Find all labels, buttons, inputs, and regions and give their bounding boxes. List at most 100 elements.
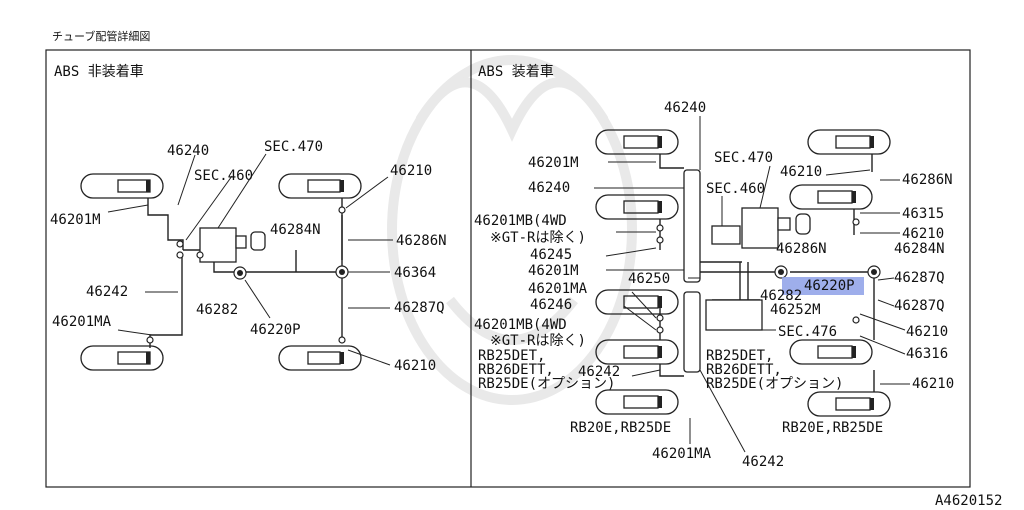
label-46210-c: 46210 bbox=[906, 324, 948, 340]
label-46201ma-a: 46201MA bbox=[528, 281, 588, 297]
leader bbox=[185, 175, 233, 241]
wheel-rear-right bbox=[278, 345, 362, 371]
master-cylinder-stub bbox=[235, 235, 247, 249]
label-46210-b: 46210 bbox=[902, 226, 944, 242]
label-46287q: 46287Q bbox=[394, 300, 445, 316]
wheel-rear-left-abs bbox=[595, 289, 679, 315]
label-46220p: 46220P bbox=[250, 322, 301, 338]
pipe bbox=[659, 364, 684, 377]
label-46210-top: 46210 bbox=[390, 163, 432, 179]
label-rb25det-a: RB25DET, bbox=[478, 348, 545, 364]
label-46286n-top: 46286N bbox=[902, 172, 953, 188]
joint bbox=[656, 224, 664, 232]
label-46284n: 46284N bbox=[894, 241, 945, 257]
label-46315: 46315 bbox=[902, 206, 944, 222]
label-46316: 46316 bbox=[906, 346, 948, 362]
wheel-front-right-abs bbox=[807, 129, 891, 155]
leader bbox=[877, 299, 895, 307]
master-cylinder-left bbox=[199, 227, 237, 263]
joint bbox=[656, 314, 664, 322]
label-46287q-a: 46287Q bbox=[894, 270, 945, 286]
master-cylinder-right bbox=[741, 207, 779, 249]
leader bbox=[244, 279, 271, 319]
left-panel-title: ABS 非装着車 bbox=[54, 63, 144, 80]
label-46245: 46245 bbox=[530, 247, 572, 263]
pipe-bundle-lower bbox=[683, 291, 701, 373]
joint bbox=[146, 336, 154, 344]
wheel-rear-left bbox=[80, 345, 164, 371]
leader bbox=[117, 329, 153, 336]
label-46240-mid: 46240 bbox=[528, 180, 570, 196]
proportioning-valve bbox=[711, 225, 741, 245]
joint bbox=[852, 218, 860, 226]
label-rb20e-b: RB20E,RB25DE bbox=[782, 420, 883, 436]
joint bbox=[656, 326, 664, 334]
pipe-46282 bbox=[213, 262, 342, 273]
label-46201m: 46201M bbox=[528, 155, 579, 171]
connector-center bbox=[871, 269, 877, 275]
joint bbox=[176, 251, 184, 259]
label-rb26dett-a: RB26DETT, bbox=[478, 362, 554, 378]
right-panel: ABS 装着車 bbox=[474, 63, 954, 470]
brake-booster-left bbox=[250, 231, 266, 251]
label-46284n: 46284N bbox=[270, 222, 321, 238]
master-cylinder-stub bbox=[777, 217, 791, 231]
label-46210-a: 46210 bbox=[780, 164, 822, 180]
highlight-46220p bbox=[782, 277, 864, 295]
label-46286n: 46286N bbox=[396, 233, 447, 249]
leader bbox=[347, 349, 391, 366]
label-rb25de-opt-a: RB25DE(オプション) bbox=[478, 376, 615, 392]
wheel-rear-left-abs-3 bbox=[595, 389, 679, 415]
joint bbox=[338, 336, 346, 344]
leader bbox=[631, 291, 657, 319]
wheel-front-left-abs-2 bbox=[595, 194, 679, 220]
page-title: チューブ配管詳細図 bbox=[52, 29, 150, 43]
wheel-front-left bbox=[80, 173, 164, 199]
label-46201m-b: 46201M bbox=[528, 263, 579, 279]
label-rb26dett-b: RB26DETT, bbox=[706, 362, 782, 378]
leader bbox=[217, 153, 267, 229]
label-sec460: SEC.460 bbox=[706, 181, 765, 197]
wheel-front-right-abs-2 bbox=[789, 184, 873, 210]
label-46201mb-4wd: 46201MB(4WD bbox=[474, 213, 567, 229]
label-gtr-note-2: ※GT-Rは除く) bbox=[490, 333, 586, 349]
label-46242: 46242 bbox=[86, 284, 128, 300]
label-gtr-note-1: ※GT-Rは除く) bbox=[490, 230, 586, 246]
pipe-bundle-upper bbox=[683, 169, 701, 283]
outer-frame bbox=[45, 49, 971, 488]
label-46282: 46282 bbox=[196, 302, 238, 318]
label-46201m: 46201M bbox=[50, 212, 101, 228]
leader bbox=[825, 169, 871, 176]
label-sec470: SEC.470 bbox=[714, 150, 773, 166]
watermark-emblem bbox=[387, 55, 637, 405]
leader bbox=[177, 154, 196, 206]
label-sec470: SEC.470 bbox=[264, 139, 323, 155]
wheel-rear-right-abs bbox=[789, 339, 873, 365]
leader bbox=[859, 335, 906, 355]
label-46201mb-4wd-b: 46201MB(4WD bbox=[474, 317, 567, 333]
label-46242-a: 46242 bbox=[578, 364, 620, 380]
label-46242-b: 46242 bbox=[742, 454, 784, 470]
joint bbox=[852, 316, 860, 324]
label-46210-d: 46210 bbox=[912, 376, 954, 392]
label-46286n-mid: 46286N bbox=[776, 241, 827, 257]
connector-center bbox=[339, 269, 345, 275]
label-46250: 46250 bbox=[628, 271, 670, 287]
joint bbox=[196, 251, 204, 259]
valve-center bbox=[237, 270, 243, 276]
leader bbox=[623, 305, 657, 331]
label-46201ma: 46201MA bbox=[52, 314, 112, 330]
wheel-front-right bbox=[278, 173, 362, 199]
leader bbox=[107, 204, 149, 213]
wheel-rear-left-abs-2 bbox=[595, 339, 679, 365]
label-46252m: 46252M bbox=[770, 302, 821, 318]
label-46240: 46240 bbox=[167, 143, 209, 159]
joint bbox=[656, 236, 664, 244]
figure-code: A4620152 bbox=[935, 493, 1002, 509]
joint bbox=[338, 206, 346, 214]
label-sec476: SEC.476 bbox=[778, 324, 837, 340]
label-46246: 46246 bbox=[530, 297, 572, 313]
wheel-rear-right-abs-2 bbox=[807, 391, 891, 417]
label-46201ma-b: 46201MA bbox=[652, 446, 712, 462]
